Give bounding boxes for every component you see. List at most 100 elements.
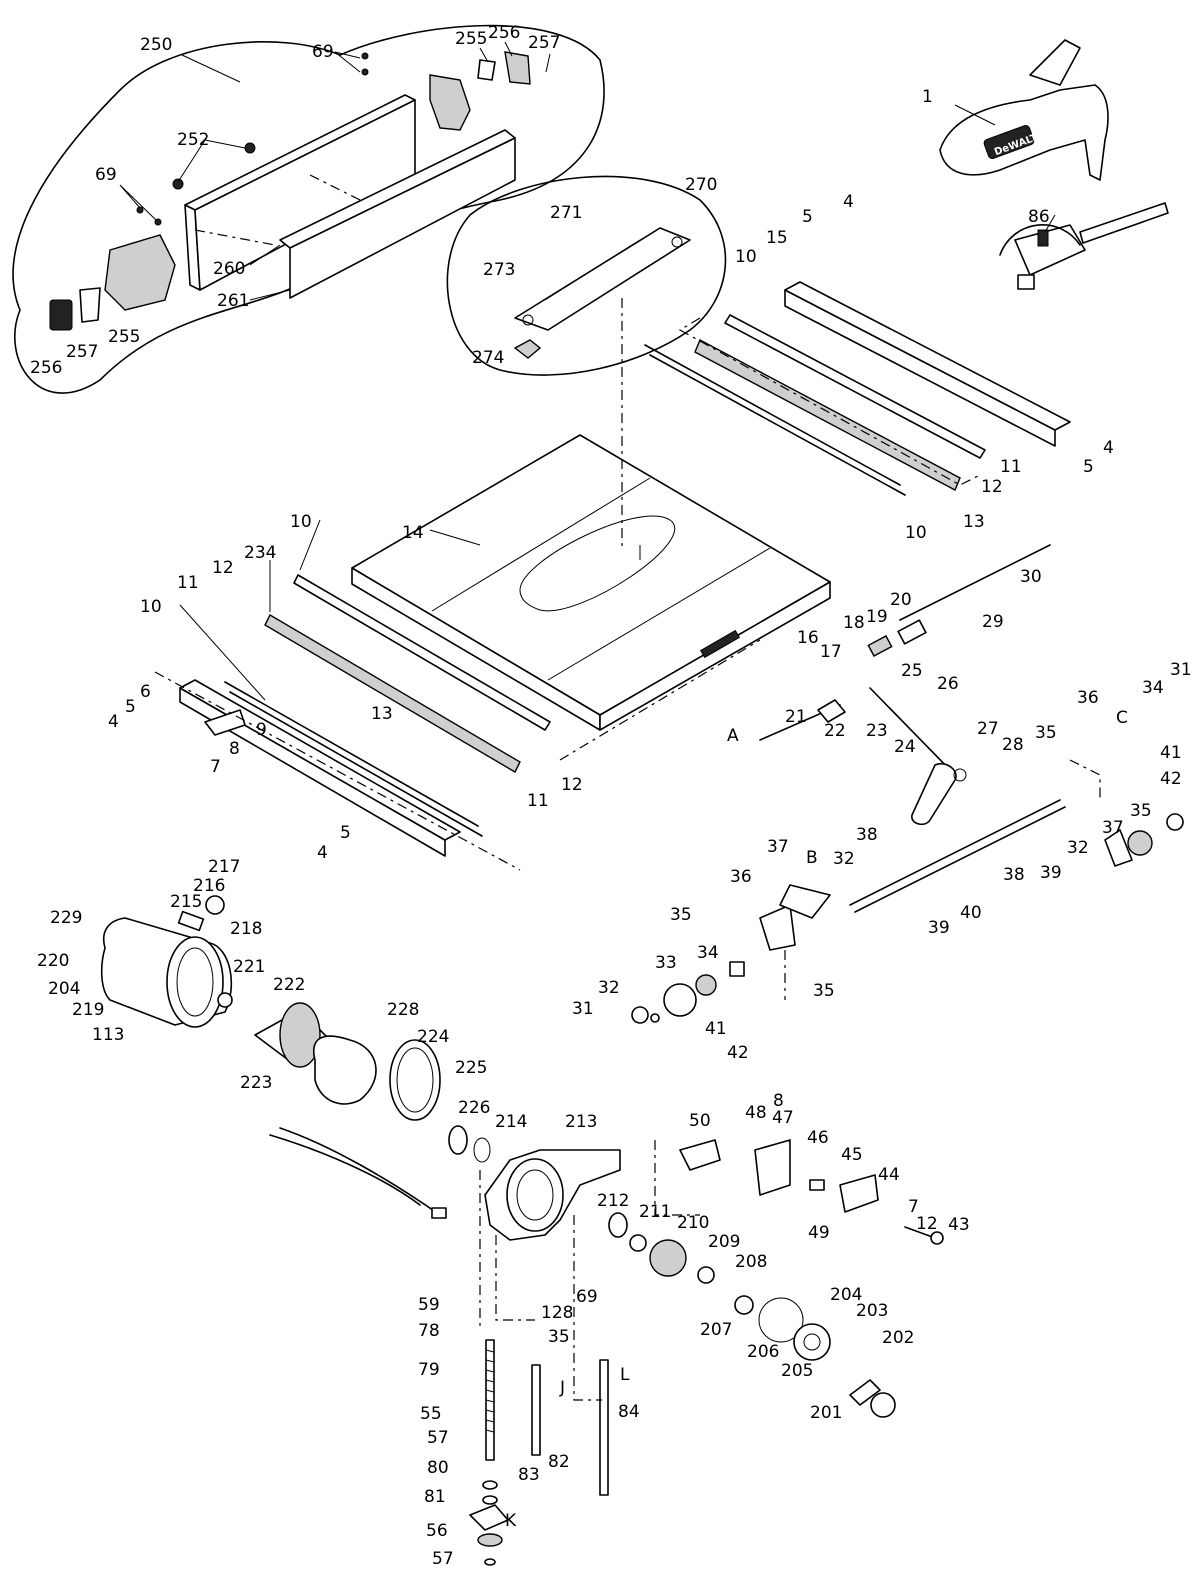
part-label: 261 bbox=[217, 291, 249, 311]
part-label: 40 bbox=[960, 903, 982, 923]
part-label: 47 bbox=[772, 1108, 794, 1128]
arbor-assembly bbox=[608, 1212, 896, 1418]
part-label: 57 bbox=[432, 1549, 454, 1569]
part-label: 14 bbox=[402, 523, 424, 543]
part-label: 214 bbox=[495, 1112, 527, 1132]
part-label: 271 bbox=[550, 203, 582, 223]
part-label: B bbox=[806, 848, 818, 868]
throat-plate-assembly bbox=[446, 175, 727, 376]
part-label: 1 bbox=[922, 87, 933, 107]
part-label: 213 bbox=[565, 1112, 597, 1132]
part-label: 13 bbox=[371, 704, 393, 724]
part-label: 44 bbox=[878, 1165, 900, 1185]
part-label: 45 bbox=[841, 1145, 863, 1165]
part-label: 41 bbox=[1160, 743, 1182, 763]
part-label: 205 bbox=[781, 1361, 813, 1381]
part-label: 79 bbox=[418, 1360, 440, 1380]
part-label: 33 bbox=[655, 953, 677, 973]
motor-assembly bbox=[100, 895, 491, 1219]
part-label: 225 bbox=[455, 1058, 487, 1078]
part-label: 78 bbox=[418, 1321, 440, 1341]
part-label: 256 bbox=[30, 358, 62, 378]
part-label: 28 bbox=[1002, 735, 1024, 755]
part-label: 10 bbox=[905, 523, 927, 543]
part-label: 11 bbox=[177, 573, 199, 593]
part-label: 216 bbox=[193, 876, 225, 896]
part-label: 226 bbox=[458, 1098, 490, 1118]
part-label: 10 bbox=[290, 512, 312, 532]
part-label: 4 bbox=[317, 843, 328, 863]
part-labels: 250 69 255 256 257 252 69 260 261 255 25… bbox=[30, 23, 1192, 1569]
part-label: 69 bbox=[576, 1287, 598, 1307]
part-label: 24 bbox=[894, 737, 916, 757]
part-label: 11 bbox=[527, 791, 549, 811]
part-label: 69 bbox=[95, 165, 117, 185]
part-label: 12 bbox=[981, 477, 1003, 497]
part-label: 32 bbox=[1067, 838, 1089, 858]
part-label: 39 bbox=[928, 918, 950, 938]
part-label: 42 bbox=[727, 1043, 749, 1063]
part-label: 38 bbox=[856, 825, 878, 845]
part-label: 207 bbox=[700, 1320, 732, 1340]
part-label: 35 bbox=[1035, 723, 1057, 743]
part-label: 202 bbox=[882, 1328, 914, 1348]
part-label: 86 bbox=[1028, 207, 1050, 227]
part-label: 113 bbox=[92, 1025, 124, 1045]
part-label: 224 bbox=[417, 1027, 449, 1047]
part-label: 228 bbox=[387, 1000, 419, 1020]
part-label: 209 bbox=[708, 1232, 740, 1252]
part-label: 219 bbox=[72, 1000, 104, 1020]
part-label: 257 bbox=[66, 342, 98, 362]
part-label: 255 bbox=[455, 29, 487, 49]
part-label: 7 bbox=[210, 757, 221, 777]
part-label: 257 bbox=[528, 33, 560, 53]
part-label: 22 bbox=[824, 721, 846, 741]
part-label: 222 bbox=[273, 975, 305, 995]
part-label: 212 bbox=[597, 1191, 629, 1211]
blade-guard: DeWALT bbox=[939, 39, 1109, 181]
part-label: 210 bbox=[677, 1213, 709, 1233]
part-label: 29 bbox=[982, 612, 1004, 632]
part-label: 36 bbox=[1077, 688, 1099, 708]
part-label: 4 bbox=[843, 192, 854, 212]
bevel-lock-assembly bbox=[759, 544, 1051, 826]
part-label: 34 bbox=[1142, 678, 1164, 698]
part-label: 8 bbox=[773, 1091, 784, 1111]
part-label: 12 bbox=[212, 558, 234, 578]
part-label: 215 bbox=[170, 892, 202, 912]
part-label: 15 bbox=[766, 228, 788, 248]
part-label: 32 bbox=[598, 978, 620, 998]
part-label: 46 bbox=[807, 1128, 829, 1148]
part-label: 35 bbox=[813, 981, 835, 1001]
part-label: 81 bbox=[424, 1487, 446, 1507]
part-label: 208 bbox=[735, 1252, 767, 1272]
part-label: 7 bbox=[908, 1197, 919, 1217]
part-label: 10 bbox=[140, 597, 162, 617]
part-label: 5 bbox=[125, 697, 136, 717]
part-label: 201 bbox=[810, 1403, 842, 1423]
part-label: 56 bbox=[426, 1521, 448, 1541]
part-label: 4 bbox=[1103, 438, 1114, 458]
part-label: 31 bbox=[1170, 660, 1192, 680]
part-label: 42 bbox=[1160, 769, 1182, 789]
part-label: 83 bbox=[518, 1465, 540, 1485]
miter-gauge bbox=[999, 202, 1169, 290]
part-label: 17 bbox=[820, 642, 842, 662]
part-label: 273 bbox=[483, 260, 515, 280]
table-top bbox=[351, 434, 831, 731]
part-label: 80 bbox=[427, 1458, 449, 1478]
part-label: 25 bbox=[901, 661, 923, 681]
part-label: 48 bbox=[745, 1103, 767, 1123]
trunnion-assembly bbox=[631, 799, 1184, 1024]
leader-lines bbox=[119, 41, 1056, 701]
riving-knife-bracket bbox=[679, 1139, 944, 1245]
part-label: 19 bbox=[866, 607, 888, 627]
part-label: 35 bbox=[670, 905, 692, 925]
part-label: 204 bbox=[830, 1285, 862, 1305]
part-label: 30 bbox=[1020, 567, 1042, 587]
part-label: 10 bbox=[735, 247, 757, 267]
part-label: 36 bbox=[730, 867, 752, 887]
rear-rails bbox=[644, 281, 1071, 496]
assembly-center-lines bbox=[154, 298, 1101, 1401]
